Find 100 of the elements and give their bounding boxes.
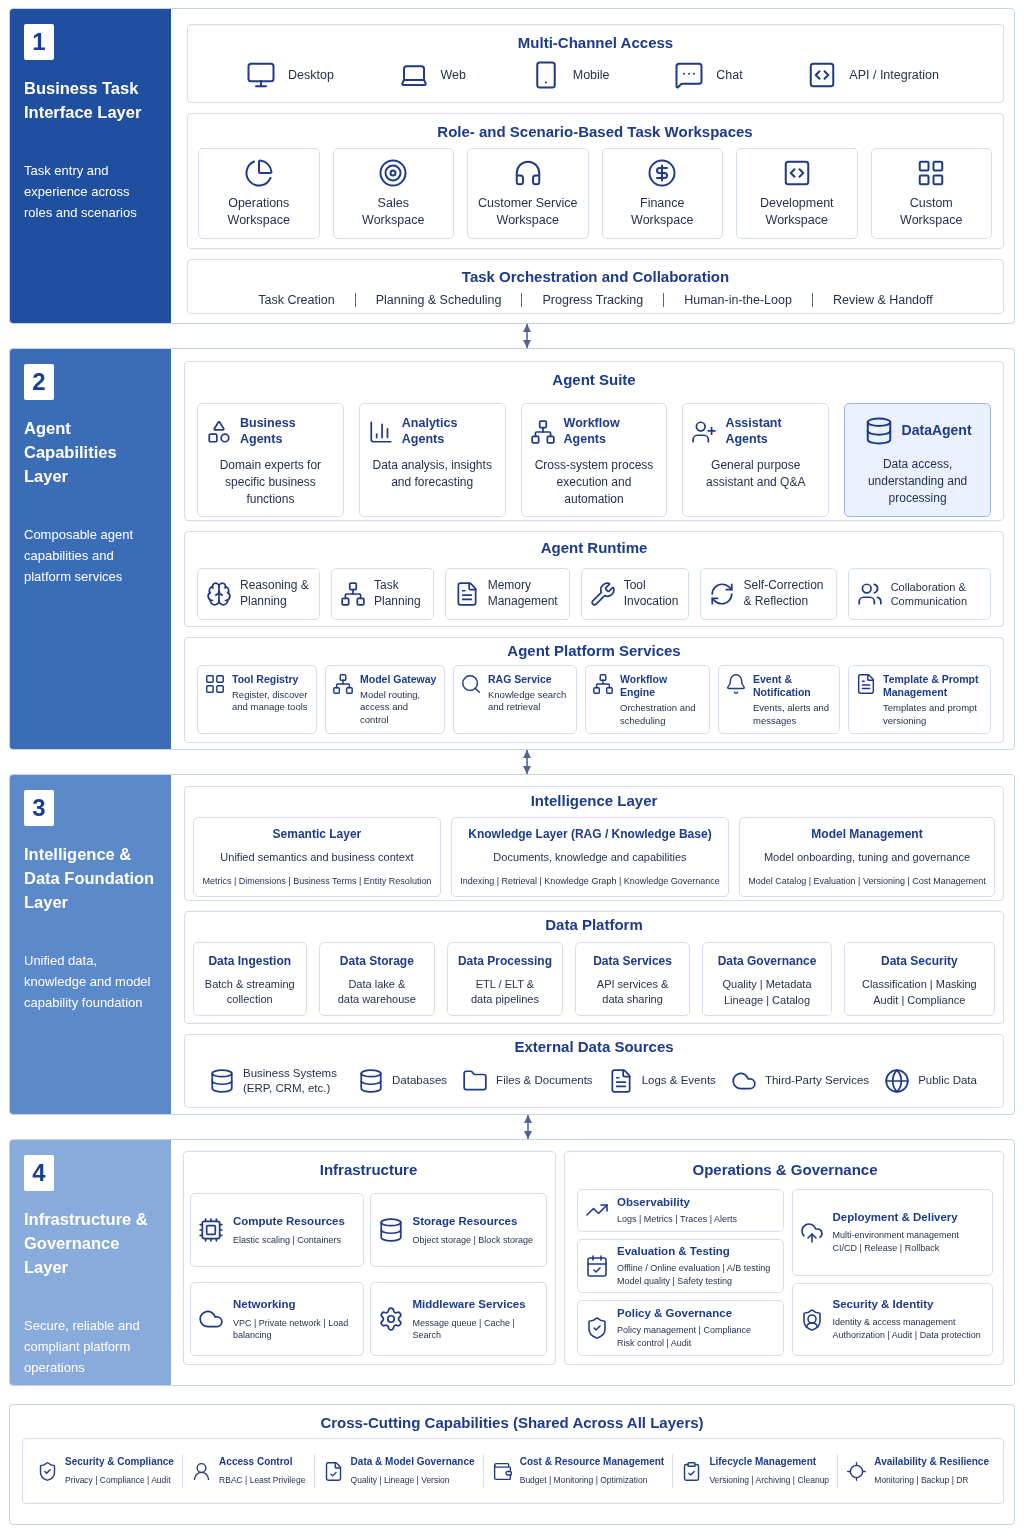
capability-details: Quality | Lineage | Version <box>350 1474 450 1486</box>
workspace-name: Customer Service Workspace <box>477 195 579 229</box>
channel-label: API / Integration <box>849 66 939 84</box>
runtime-card <box>580 568 690 620</box>
task-stage-label: Human-in-the-Loop <box>684 292 792 309</box>
component-name: Model Management <box>811 827 923 842</box>
service-description: Templates and prompt versioning <box>883 702 978 727</box>
runtime-card <box>700 568 837 620</box>
workspace-card <box>467 148 589 239</box>
section-title: Data Platform <box>545 916 643 934</box>
service-name: Template & Prompt Management <box>883 673 980 700</box>
agent-description: Cross-system process execution and automation <box>533 457 655 509</box>
feature-tags: Metrics | Dimensions | Business Terms | Entity Resolution <box>202 874 432 887</box>
agent-card <box>520 403 668 518</box>
data-platform-card <box>843 942 995 1016</box>
section-panel <box>183 1151 556 1365</box>
section-title: Multi-Channel Access <box>517 34 674 52</box>
agent-card <box>358 403 506 518</box>
service-description: Events, alerts and messages <box>753 702 831 727</box>
component-description: Classification | Masking <box>861 977 977 992</box>
component-description: CI/CD | Release | Rollback <box>832 1241 940 1255</box>
layer-title: Intelligence & Data Foundation Layer <box>24 844 156 913</box>
component-description: Logs | Metrics | Traces | Alerts <box>617 1213 738 1226</box>
agent-name: Assistant Agents <box>725 416 783 448</box>
service-name: Event & Notification <box>753 673 812 700</box>
capability-name: Reasoning & Planning <box>240 578 310 610</box>
cross-cutting-panel <box>9 1404 1015 1525</box>
operations-card <box>792 1189 993 1277</box>
service-card <box>585 665 710 734</box>
infrastructure-card <box>369 1282 547 1356</box>
workspace-name: Development Workspace <box>758 195 835 229</box>
component-description: Elastic scaling | Containers <box>233 1233 341 1246</box>
agent-name: DataAgent <box>901 422 972 440</box>
data-platform-card <box>574 942 691 1016</box>
task-stage-label: Progress Tracking <box>542 292 644 309</box>
channel-label: Desktop <box>288 66 334 84</box>
runtime-card <box>444 568 570 620</box>
section-panel <box>564 1151 1004 1365</box>
component-name: Data Security <box>880 954 958 969</box>
channel-label: Web <box>440 66 467 84</box>
layer-description: Composable agent capabilities and platform services <box>24 526 135 586</box>
section-panel <box>187 24 1004 103</box>
channel-label: Chat <box>716 66 743 84</box>
data-platform-card <box>447 942 563 1016</box>
component-description: Audit | Compliance <box>873 993 966 1009</box>
workspace-name: Custom Workspace <box>899 195 964 229</box>
runtime-card <box>197 568 320 620</box>
layer-title: Infrastructure & Governance Layer <box>24 1209 149 1278</box>
component-name: Semantic Layer <box>272 827 362 842</box>
data-source-label: Files & Documents <box>496 1073 593 1088</box>
component-name: Knowledge Layer (RAG / Knowledge Base) <box>468 827 712 842</box>
workspace-name: Finance Workspace <box>630 195 695 229</box>
section-panel <box>184 1034 1004 1108</box>
component-description: Multi-environment management <box>832 1228 960 1242</box>
component-name: Data Storage <box>339 954 414 969</box>
component-description: Batch & streaming collection <box>203 977 296 1008</box>
workspace-card <box>332 148 454 239</box>
section-panel <box>184 531 1004 627</box>
component-description: Risk control | Audit <box>617 1337 692 1351</box>
data-platform-card <box>193 942 307 1016</box>
agent-name: Workflow Agents <box>563 416 621 448</box>
data-source-label: Logs & Events <box>641 1073 716 1088</box>
component-description: VPC | Private network | Load balancing <box>233 1316 350 1341</box>
agent-card <box>682 403 830 518</box>
section-title: Intelligence Layer <box>530 792 658 810</box>
component-description: API services & data sharing <box>595 977 670 1008</box>
component-description: Data lake & data warehouse <box>336 977 417 1008</box>
capability-name: Data & Model Governance <box>350 1456 475 1469</box>
section-panel <box>187 259 1004 314</box>
operations-card <box>792 1283 993 1356</box>
layer-number: 3 <box>24 790 54 826</box>
double-arrow <box>523 323 531 349</box>
layer-title: Agent Capabilities Layer <box>24 418 118 487</box>
component-description: Documents, knowledge and capabilities <box>493 850 687 865</box>
infrastructure-card <box>369 1193 547 1267</box>
component-name: Data Services <box>593 954 672 969</box>
layer-description: Secure, reliable and compliant platform operations <box>24 1317 141 1377</box>
double-arrow <box>523 749 531 775</box>
agent-description: Domain experts for specific business functions <box>218 457 323 509</box>
feature-tags: Model Catalog | Evaluation | Versioning | Cost Management <box>748 874 986 887</box>
service-description: Orchestration and scheduling <box>620 702 697 727</box>
data-platform-card <box>318 942 436 1016</box>
capability-name: Security & Compliance <box>65 1456 174 1469</box>
capability-name: Availability & Resilience <box>874 1456 989 1469</box>
capability-name: Memory Management <box>487 578 559 610</box>
task-stage-label: Task Creation <box>258 292 335 309</box>
layer-band <box>9 774 1015 1115</box>
layer-number: 2 <box>24 364 54 400</box>
data-source-label: Databases <box>392 1073 448 1088</box>
layer-title: Business Task Interface Layer <box>24 78 143 123</box>
capability-name: Task Planning <box>374 578 422 610</box>
data-source-label: Public Data <box>918 1073 977 1088</box>
section-panel <box>184 911 1004 1024</box>
data-source-label: Third-Party Services <box>764 1073 870 1088</box>
workspace-name: Operations Workspace <box>226 195 291 229</box>
component-description: Model onboarding, tuning and governance <box>763 850 971 865</box>
component-description: Unified semantics and business context <box>220 850 414 865</box>
runtime-card <box>331 568 434 620</box>
component-name: Middleware Services <box>412 1297 526 1312</box>
agent-description: Data analysis, insights and forecasting <box>371 457 493 492</box>
